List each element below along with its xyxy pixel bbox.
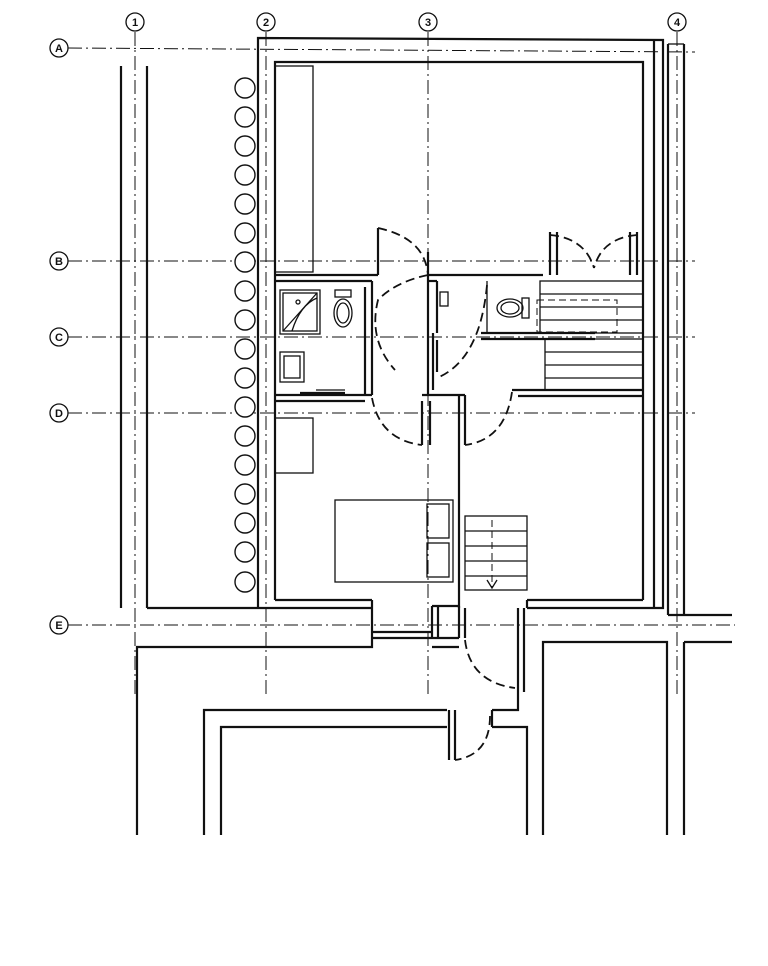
grid-label-row-d: D [55,408,63,420]
shower-icon [291,297,318,332]
grid-label-col-3: 3 [425,17,431,29]
door-swing-icon [454,715,491,761]
tree-icon [234,483,256,505]
grid-label-row-a: A [55,43,63,55]
neighbor-wall [135,638,374,835]
wc-right [432,281,530,385]
grid-bubble [667,12,687,32]
stair-icon [536,299,618,333]
door-swing-icon [464,639,516,689]
tree-icon [234,541,256,563]
door-swing-icon [374,274,429,371]
wardrobe [274,417,314,474]
bed-icon [334,499,454,583]
grid-bubble [256,12,276,32]
sink-icon [283,355,301,379]
bathroom [279,289,353,395]
neighbor-wall [492,725,529,835]
tree-icon [234,251,256,273]
grid-bubble [418,12,438,32]
sink-icon [439,291,449,307]
grid-bubble [125,12,145,32]
grid-line-row-a [67,47,696,53]
toilet-icon [334,289,352,298]
stair-arrow-icon [486,579,498,590]
neighbor-wall [219,725,447,835]
tree-icon [234,367,256,389]
grid-label-col-4: 4 [674,17,681,29]
tree-icon [234,338,256,360]
sink-icon [279,351,305,383]
toilet-icon [521,297,530,319]
grid-label-row-e: E [55,620,62,632]
door-swing-icon [436,284,488,379]
tree-icon [234,222,256,244]
left-boundary [119,66,258,610]
grid-bubble [49,38,69,58]
grid-bubble [49,403,69,423]
stair-icon [464,515,528,591]
bed-icon [426,542,450,578]
toilet-icon [496,298,524,318]
neighbor-wall [202,708,447,835]
lower-buildings [135,638,732,835]
main-building [256,36,732,640]
grid-label-col-2: 2 [263,17,269,29]
built-in-cabinet [274,65,314,273]
tree-icon [234,396,256,418]
door-swing-icon [464,391,513,446]
tree-icon [234,164,256,186]
toilet-icon [333,298,353,328]
tree-icon [234,193,256,215]
grid-bubble [49,615,69,635]
stair-upper [536,280,644,391]
door-swing-icon [377,227,429,276]
door-swing-icon [549,234,595,269]
shower-icon [279,289,321,335]
bedroom [274,417,454,583]
shower-icon [282,292,318,332]
neighbor-wall [541,640,669,835]
toilet-icon [336,302,350,324]
grid-label-col-1: 1 [132,17,138,29]
neighbor-wall [492,692,520,712]
tree-icon [234,309,256,331]
tree-icon [234,77,256,99]
grid-label-row-b: B [55,256,63,268]
tree-row [234,77,256,593]
grid-bubble [49,327,69,347]
grid-lines [67,32,735,695]
tree-icon [234,280,256,302]
door-swing-icon [593,234,638,269]
tree-icon [234,135,256,157]
stair-lower [463,515,529,692]
tree-icon [234,425,256,447]
grid-bubbles: 1 2 3 4 A B C D E [49,12,687,635]
tree-icon [234,106,256,128]
tree-icon [234,571,256,593]
door-swing-icon [371,397,423,446]
outer-wall [256,36,665,610]
doors [371,227,638,761]
bed-icon [426,503,450,539]
grid-label-row-c: C [55,332,63,344]
grid-bubble [49,251,69,271]
shower-icon [295,299,301,305]
toilet-icon [500,301,520,315]
tree-icon [234,512,256,534]
tree-icon [234,454,256,476]
